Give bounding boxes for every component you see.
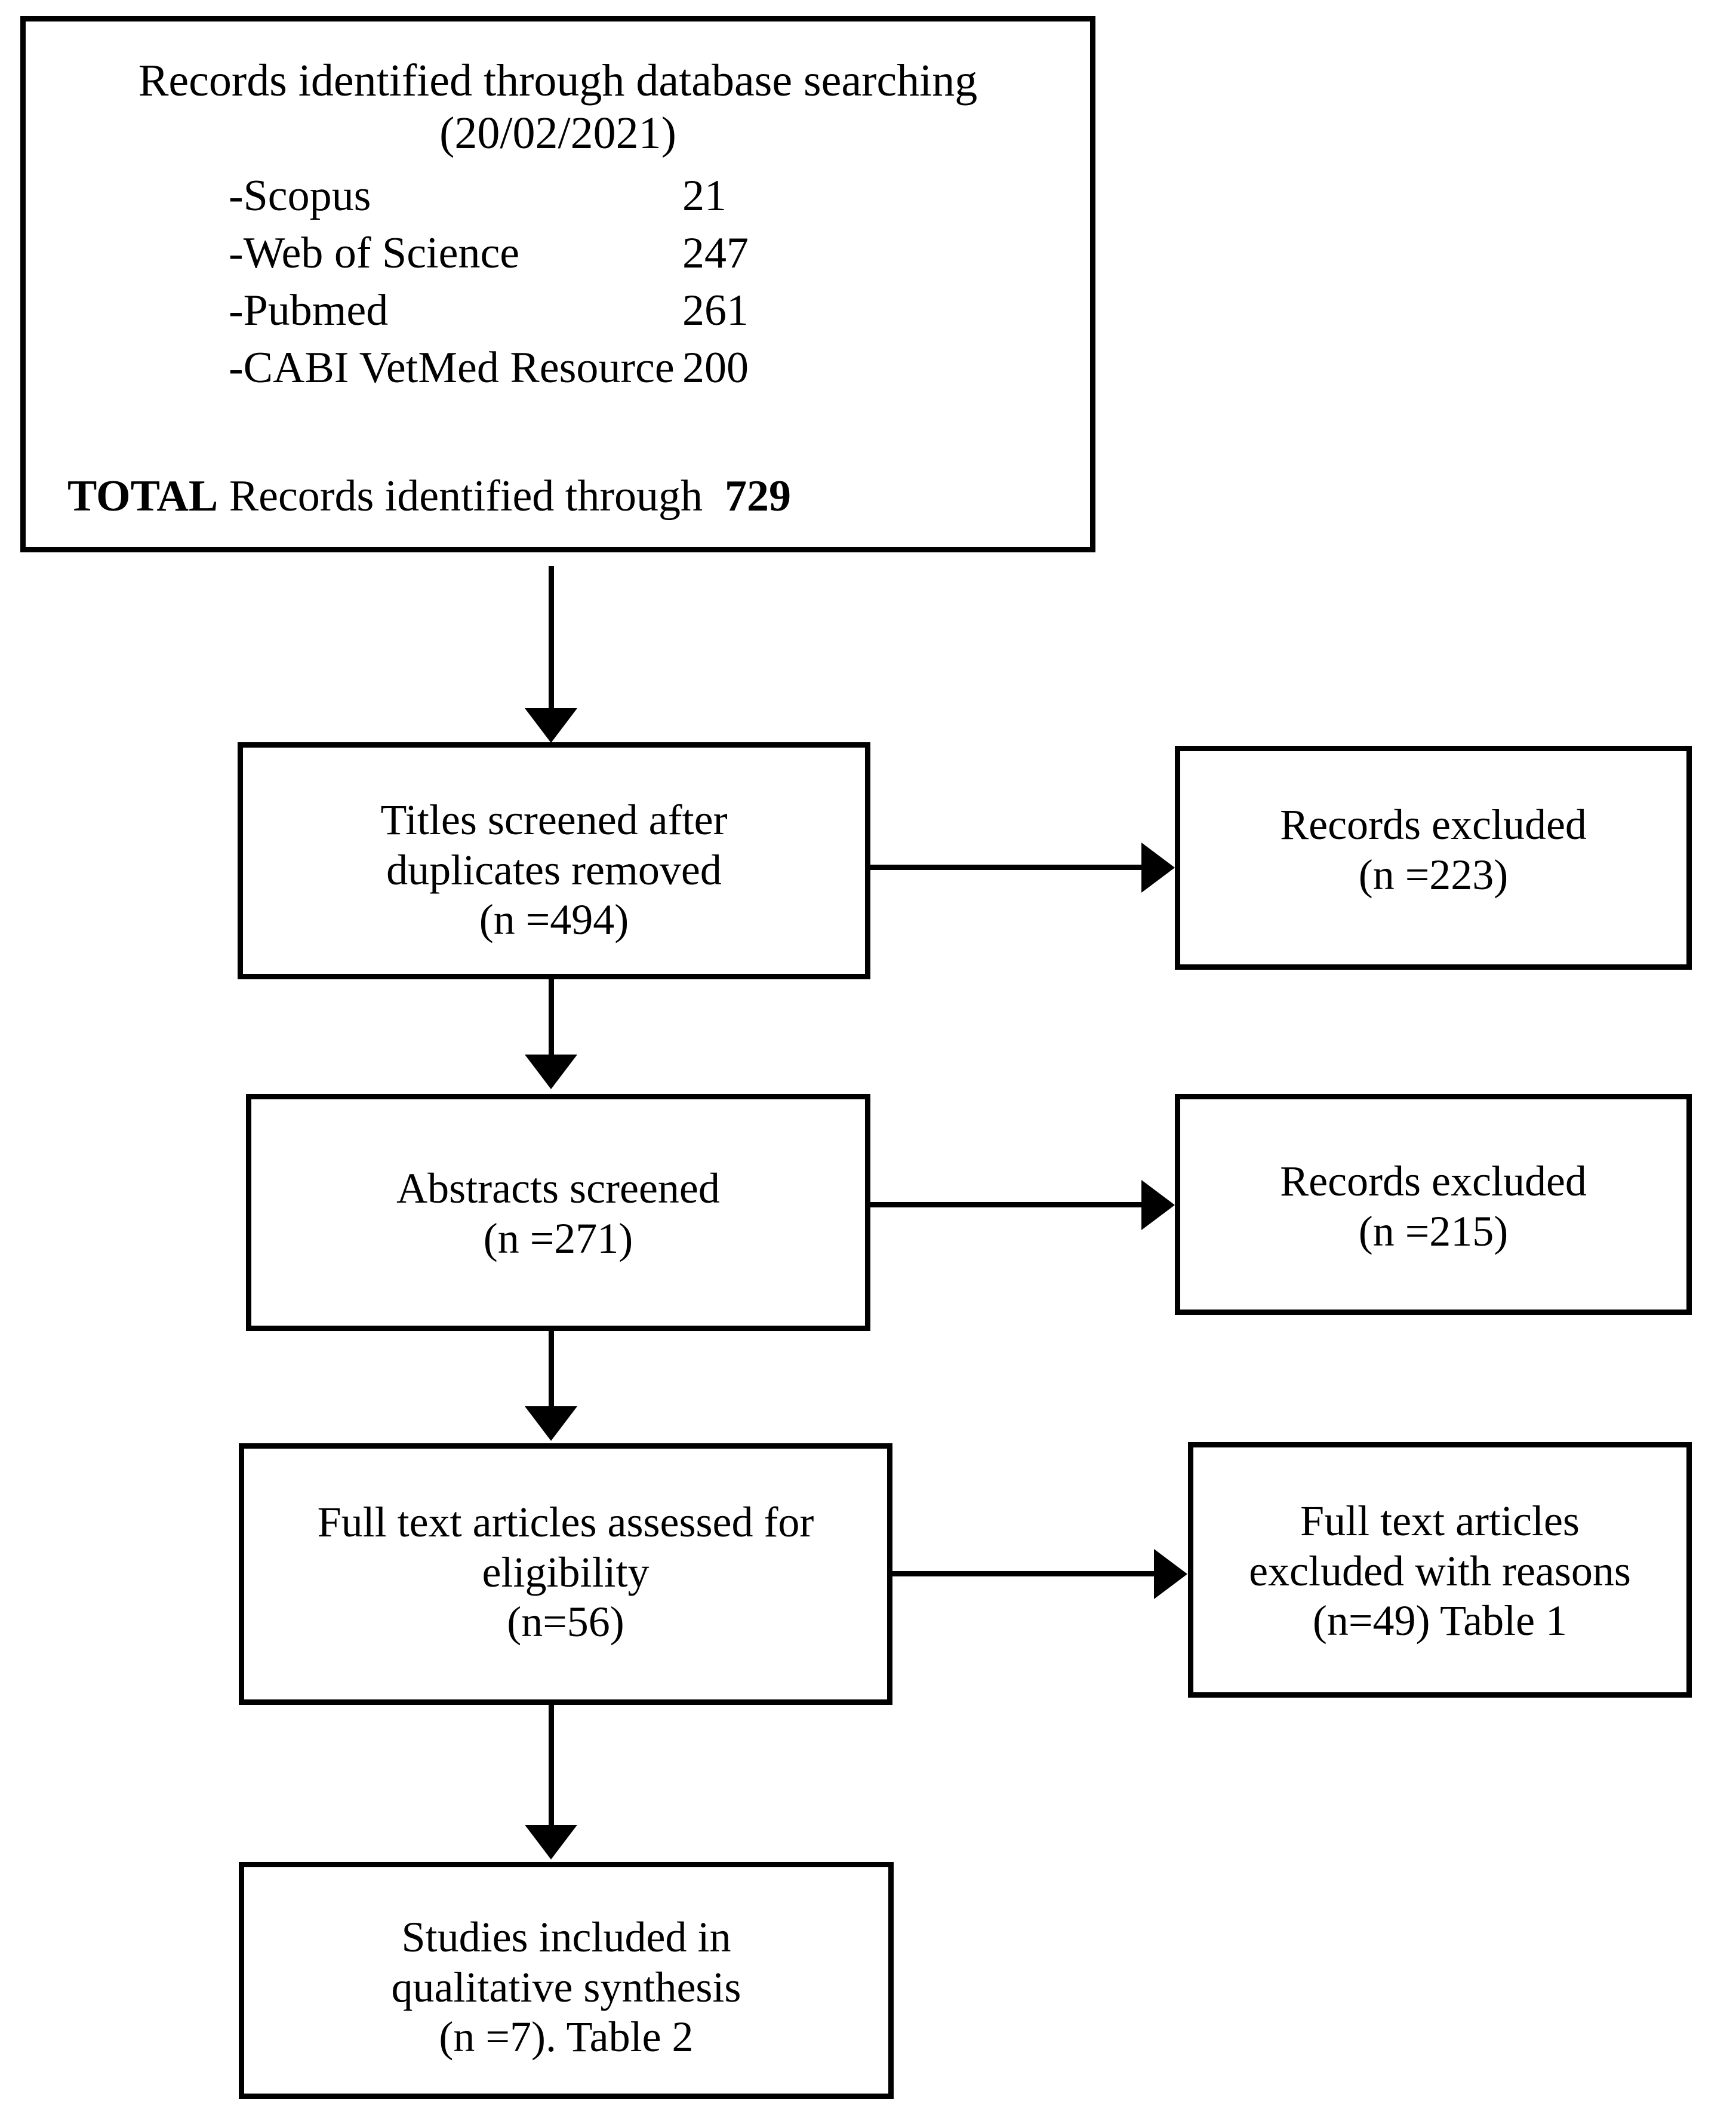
source-name-pubmed: -Pubmed — [229, 286, 389, 335]
records-identified-box: Records identified through database sear… — [20, 16, 1095, 552]
titles-screened-text: Titles screened after duplicates removed… — [243, 795, 865, 945]
source-name-scopus: -Scopus — [229, 171, 371, 220]
source-count-cabi-vetmed: 200 — [682, 343, 749, 392]
arrow-down-icon — [525, 1055, 577, 1089]
total-count: 729 — [725, 472, 792, 521]
abstracts-screened-box: Abstracts screened (n =271) — [246, 1094, 870, 1331]
records-excluded-abstracts-text: Records excluded (n =215) — [1180, 1157, 1686, 1256]
total-label-rest: Records identified through — [218, 472, 725, 521]
studies-included-count: (n =7). Table 2 — [439, 2013, 694, 2061]
titles-screened-count: (n =494) — [479, 896, 629, 944]
records-excluded-abstracts-box: Records excluded (n =215) — [1175, 1094, 1692, 1315]
fulltext-assessed-box: Full text articles assessed for eligibil… — [239, 1443, 892, 1705]
list-item: -Pubmed 261 — [229, 285, 1090, 343]
records-excluded-titles-count: (n =223) — [1358, 850, 1509, 899]
records-excluded-titles-box: Records excluded (n =223) — [1175, 746, 1692, 970]
source-count-scopus: 21 — [682, 171, 727, 220]
fulltext-excluded-text: Full text articles excluded with reasons… — [1193, 1496, 1686, 1646]
fulltext-excluded-line1: Full text articles — [1300, 1497, 1580, 1545]
connector-titles-to-abstracts — [549, 978, 554, 1055]
list-item: -CABI VetMed Resource 200 — [229, 343, 1090, 400]
fulltext-assessed-line1: Full text articles assessed for — [317, 1498, 814, 1546]
fulltext-excluded-line2: excluded with reasons — [1249, 1547, 1631, 1595]
arrow-down-icon — [525, 1406, 577, 1441]
abstracts-screened-line1: Abstracts screened — [396, 1164, 720, 1212]
source-name-web-of-science: -Web of Science — [229, 229, 520, 278]
studies-included-line1: Studies included in — [401, 1913, 731, 1961]
source-count-pubmed: 261 — [682, 286, 749, 335]
records-identified-date: (20/02/2021) — [439, 108, 676, 159]
studies-included-box: Studies included in qualitative synthesi… — [239, 1862, 894, 2099]
studies-included-line2: qualitative synthesis — [391, 1963, 741, 2011]
source-count-web-of-science: 247 — [682, 229, 749, 278]
fulltext-assessed-line2: eligibility — [482, 1548, 650, 1596]
source-name-cabi-vetmed: -CABI VetMed Resource — [229, 343, 675, 392]
records-identified-title: Records identified through database sear… — [26, 54, 1090, 159]
arrow-right-icon — [1154, 1549, 1187, 1599]
connector-identification-to-titles — [549, 566, 554, 709]
titles-screened-line2: duplicates removed — [386, 846, 722, 894]
connector-abstracts-to-fulltext — [549, 1329, 554, 1407]
arrow-down-icon — [525, 708, 577, 743]
fulltext-excluded-count: (n=49) Table 1 — [1312, 1597, 1568, 1645]
list-item: -Scopus 21 — [229, 171, 1090, 228]
connector-fulltext-to-included — [549, 1703, 554, 1825]
fulltext-excluded-box: Full text articles excluded with reasons… — [1188, 1442, 1692, 1698]
studies-included-text: Studies included in qualitative synthesi… — [244, 1913, 888, 2062]
database-source-list: -Scopus 21 -Web of Science 247 -Pubmed 2… — [229, 171, 1090, 400]
connector-fulltext-to-excluded — [891, 1571, 1156, 1576]
fulltext-assessed-count: (n=56) — [507, 1598, 624, 1646]
connector-titles-to-excluded — [869, 865, 1143, 870]
list-item: -Web of Science 247 — [229, 228, 1090, 285]
titles-screened-line1: Titles screened after — [380, 796, 728, 844]
arrow-right-icon — [1141, 1180, 1175, 1230]
records-identified-title-line1: Records identified through database sear… — [138, 56, 978, 106]
abstracts-screened-text: Abstracts screened (n =271) — [251, 1164, 865, 1264]
total-records-row: TOTAL Records identified through 729 — [67, 471, 1090, 522]
records-excluded-abstracts-count: (n =215) — [1358, 1207, 1509, 1255]
titles-screened-box: Titles screened after duplicates removed… — [238, 742, 870, 979]
records-excluded-abstracts-line1: Records excluded — [1280, 1157, 1587, 1205]
fulltext-assessed-text: Full text articles assessed for eligibil… — [244, 1498, 887, 1647]
arrow-right-icon — [1141, 843, 1175, 893]
total-label: TOTAL — [67, 472, 218, 521]
abstracts-screened-count: (n =271) — [483, 1214, 633, 1262]
connector-abstracts-to-excluded — [869, 1202, 1143, 1207]
records-excluded-titles-line1: Records excluded — [1280, 801, 1587, 849]
arrow-down-icon — [525, 1825, 577, 1859]
records-excluded-titles-text: Records excluded (n =223) — [1180, 800, 1686, 900]
